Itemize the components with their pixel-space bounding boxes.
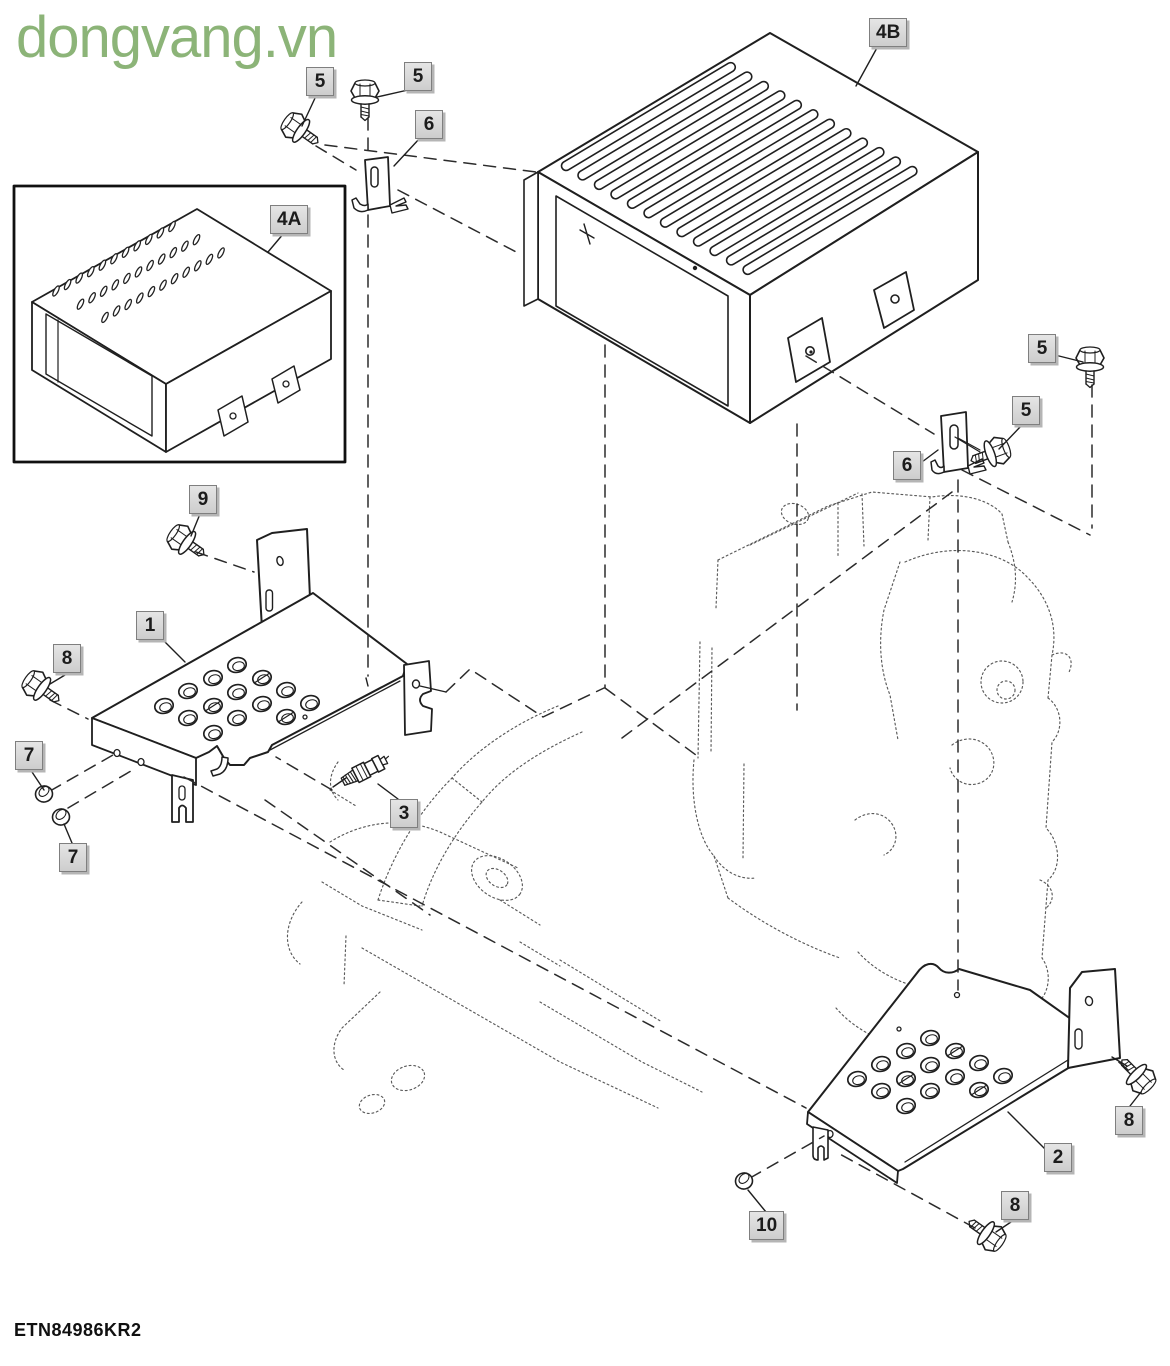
part-label-5-top-left: 5 bbox=[306, 67, 334, 96]
part-label-5-right-upper: 5 bbox=[1028, 334, 1056, 363]
inset-4a bbox=[12, 184, 347, 464]
part-label-8-bottom: 8 bbox=[1001, 1191, 1029, 1220]
plug-7-upper bbox=[33, 782, 55, 805]
assembly-dashed-lines bbox=[49, 117, 1129, 1229]
bracket-part-1 bbox=[91, 528, 433, 823]
part-label-6-top: 6 bbox=[415, 110, 443, 139]
switch-sensor-3 bbox=[340, 754, 390, 786]
part-1-hole-pattern bbox=[153, 656, 321, 742]
part-label-6-right: 6 bbox=[893, 451, 921, 480]
part-label-5-right-lower: 5 bbox=[1012, 396, 1040, 425]
part-label-8-left: 8 bbox=[53, 644, 81, 673]
part-2-hole-pattern bbox=[846, 1029, 1014, 1115]
cover-4b-slots bbox=[560, 61, 918, 276]
part-label-4b: 4B bbox=[869, 18, 908, 47]
part-label-7-lower: 7 bbox=[59, 843, 87, 872]
part-label-8-right: 8 bbox=[1115, 1106, 1143, 1135]
cover-4a-louvers bbox=[52, 220, 225, 324]
part-label-5-top: 5 bbox=[404, 62, 432, 91]
bolt-5-right-upper bbox=[1075, 346, 1105, 389]
part-label-10: 10 bbox=[749, 1211, 785, 1240]
part-label-9: 9 bbox=[189, 485, 217, 514]
plug-10 bbox=[733, 1169, 755, 1192]
bracket-6-right bbox=[930, 411, 987, 475]
bracket-part-2 bbox=[806, 962, 1121, 1184]
watermark: dongvang.vn bbox=[16, 5, 338, 70]
label-leader-lines bbox=[29, 45, 1142, 1233]
part-label-1: 1 bbox=[136, 611, 164, 640]
part-label-3: 3 bbox=[390, 799, 418, 828]
bracket-6-top bbox=[351, 156, 409, 214]
part-label-2: 2 bbox=[1044, 1143, 1072, 1172]
fasteners bbox=[16, 79, 1162, 1257]
bolt-5-top bbox=[350, 79, 380, 122]
cover-4b bbox=[523, 32, 979, 424]
drawing-code: ETN84986KR2 bbox=[14, 1320, 142, 1340]
bolt-9 bbox=[161, 519, 213, 567]
part-label-4a: 4A bbox=[270, 205, 309, 234]
plug-7-lower bbox=[50, 805, 72, 828]
part-label-7-upper: 7 bbox=[15, 741, 43, 770]
